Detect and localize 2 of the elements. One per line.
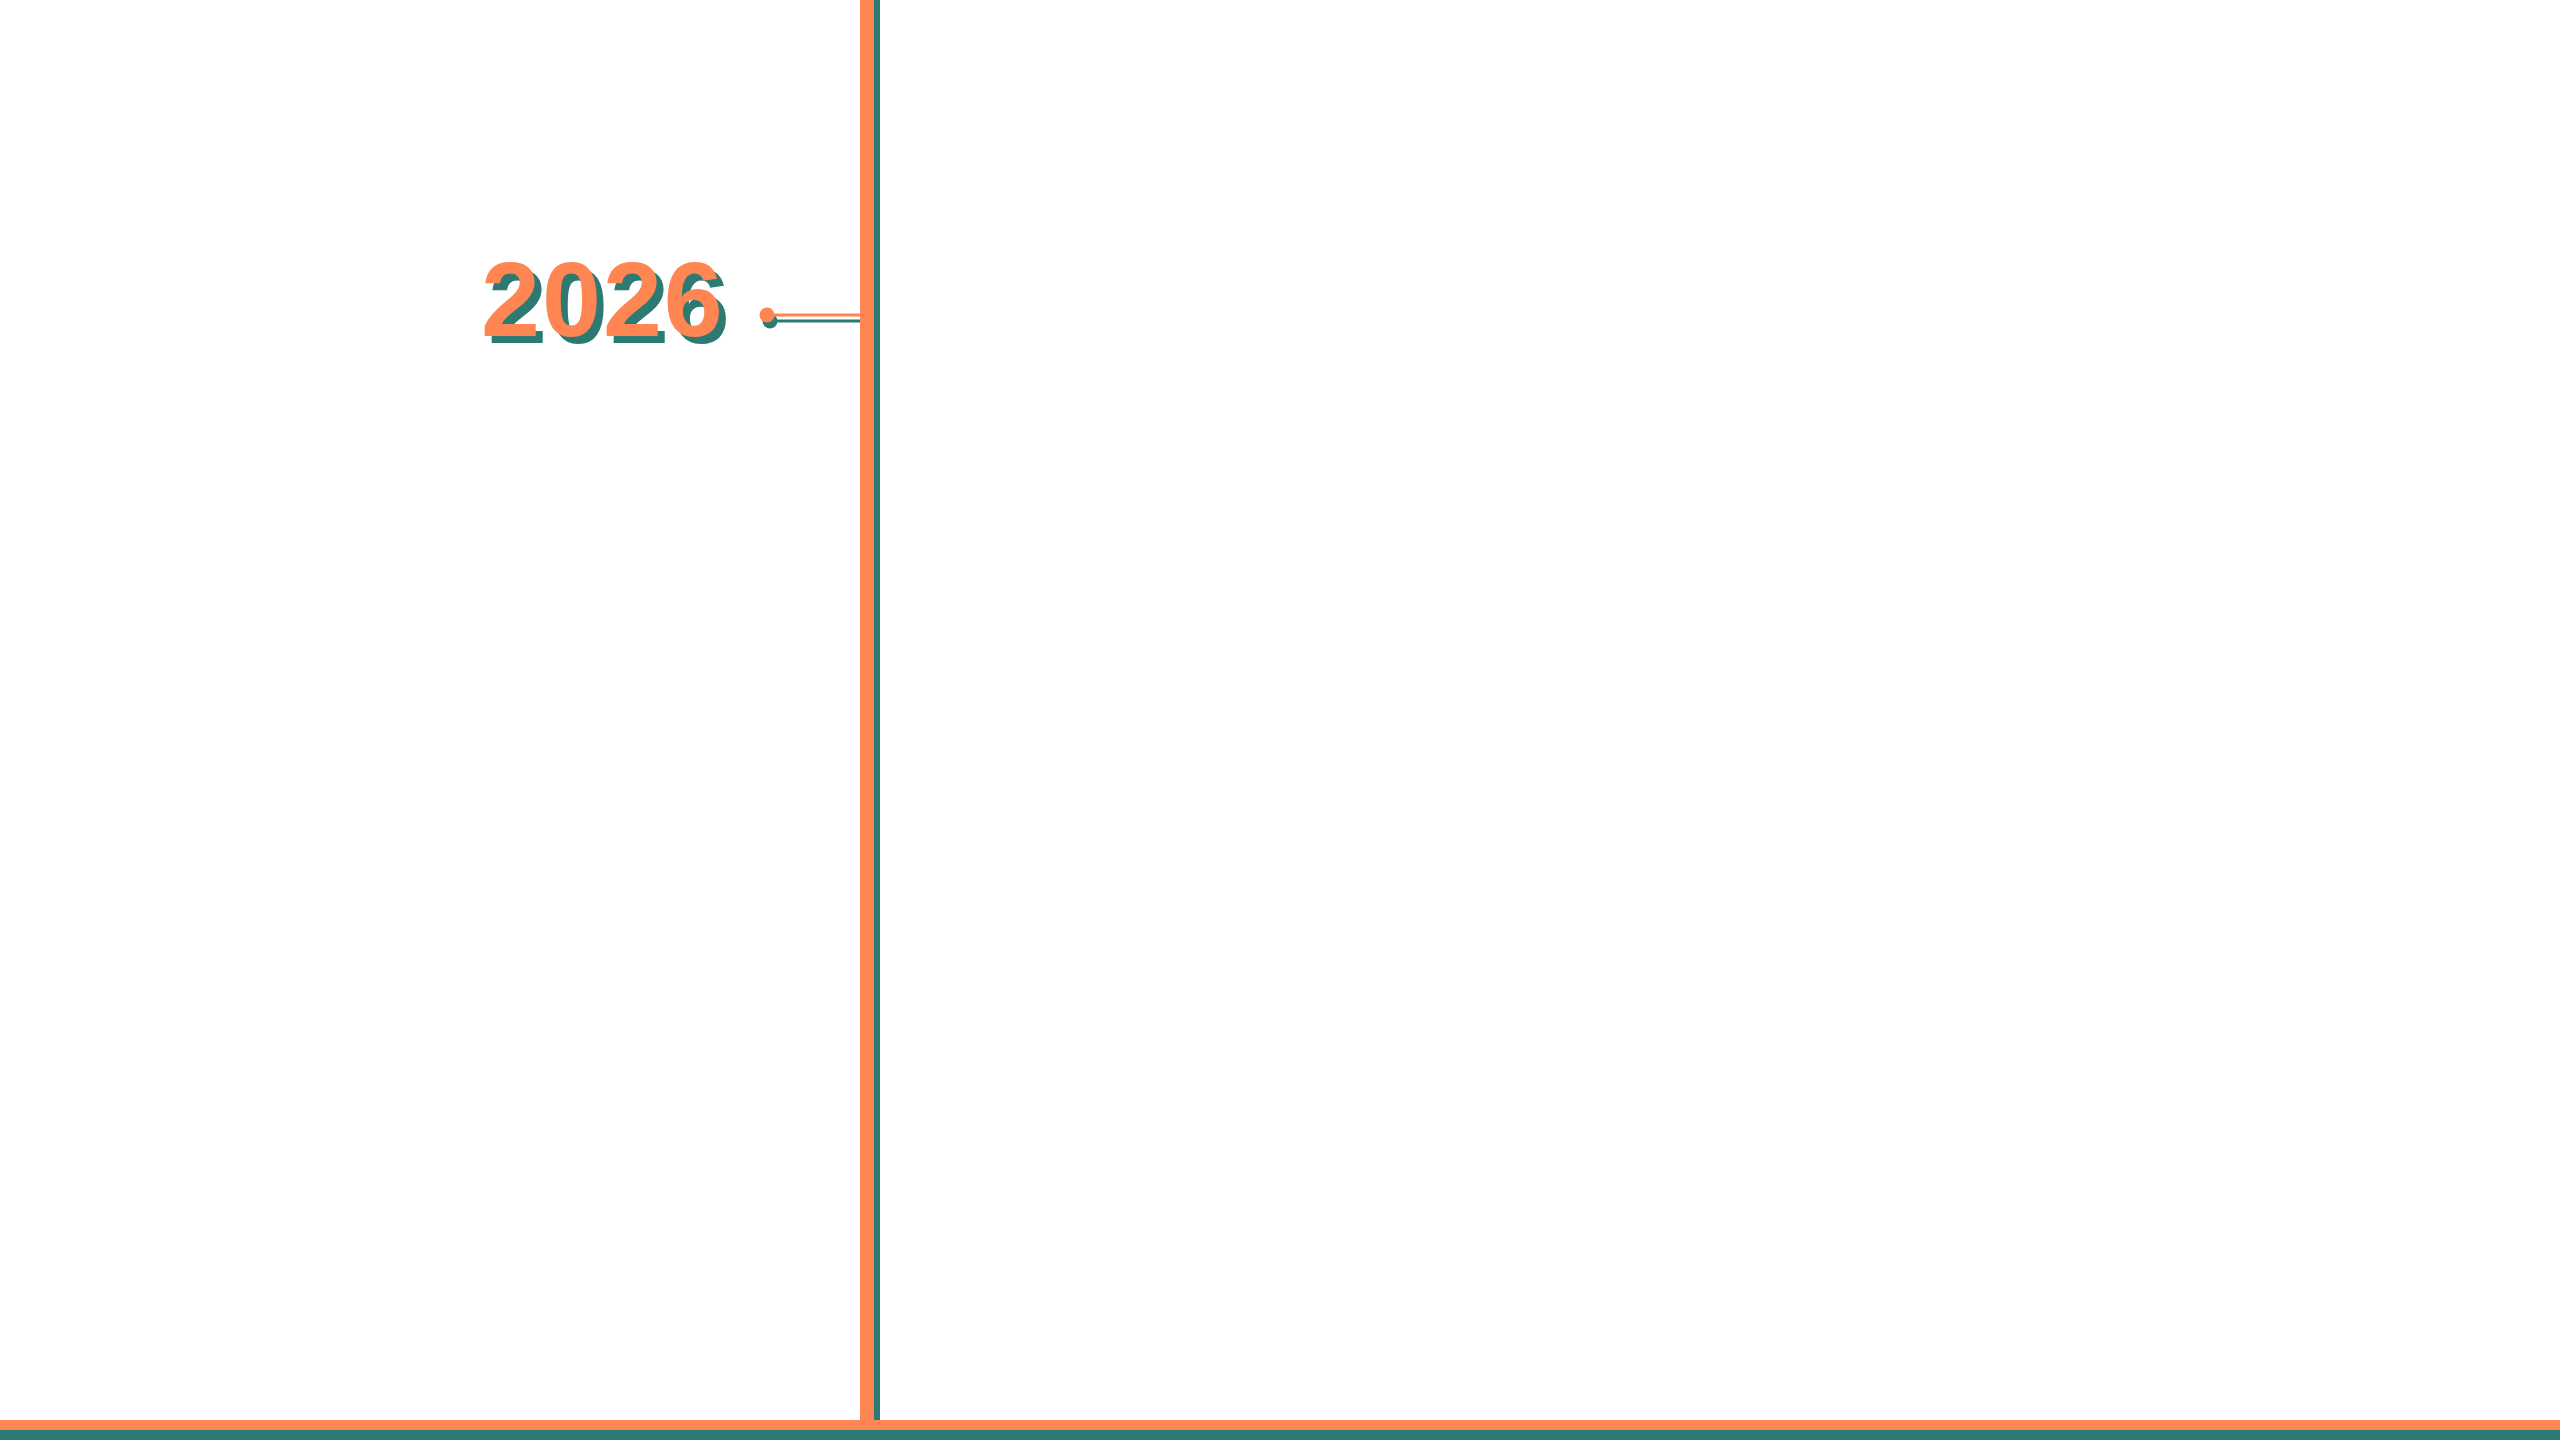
connector-line: [759, 307, 860, 323]
year-label: 2026: [481, 240, 725, 358]
